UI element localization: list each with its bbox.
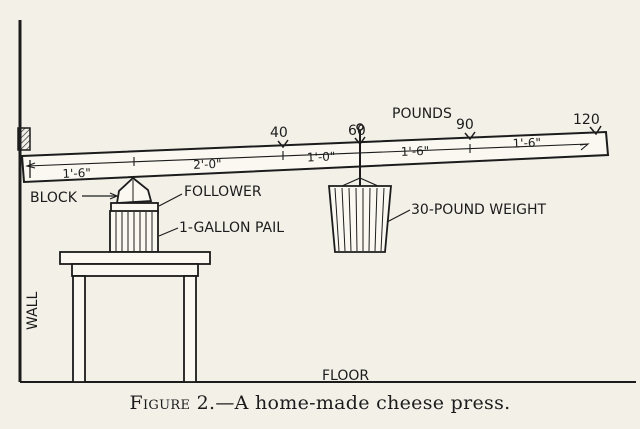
wall-label: WALL [25, 292, 41, 330]
pail-leader [158, 227, 179, 237]
scale-mark-40: 40 [270, 125, 288, 141]
table-top [59, 251, 211, 265]
follower-label: FOLLOWER [184, 184, 262, 200]
lever-beam [20, 130, 610, 184]
table-leg-right [183, 275, 197, 383]
notch-90 [464, 131, 476, 141]
weight-label: 30-POUND WEIGHT [411, 202, 546, 218]
dimension-arrow-left [25, 162, 36, 169]
dimension-label-1: 1'-6" [62, 166, 91, 181]
block [115, 176, 153, 204]
scale-mark-120: 120 [573, 112, 600, 128]
cheese-press-diagram: WALL FLOOR POUNDS 40 60 90 120 1'-6" 2'-… [17, 20, 636, 384]
dimension-arrow-right [579, 143, 590, 151]
pail [109, 210, 159, 253]
notch-120 [589, 125, 602, 136]
pounds-label: POUNDS [392, 106, 452, 122]
scale-mark-90: 90 [456, 117, 474, 133]
dimension-label-2: 2'-0" [193, 157, 222, 172]
follower-leader [158, 193, 183, 207]
weight-leader [386, 209, 411, 223]
weight-hanger-hook [356, 123, 364, 131]
weight-bucket [328, 185, 392, 253]
dimension-line [26, 143, 589, 167]
table-leg-left [72, 275, 86, 383]
block-leader-arrow [109, 192, 119, 200]
notch-40 [277, 139, 289, 149]
wall-bracket [17, 127, 31, 151]
figure-number: Figure 2. [129, 392, 216, 414]
table-apron [71, 263, 199, 277]
dimension-label-5: 1'-6" [512, 136, 541, 151]
dimension-label-3: 1'-0" [307, 149, 336, 164]
caption-text: —A home-made cheese press. [215, 392, 511, 414]
dimension-label-4: 1'-6" [401, 144, 430, 159]
pail-label: 1-GALLON PAIL [179, 220, 284, 236]
block-label: BLOCK [30, 190, 78, 206]
scale-mark-60: 60 [348, 123, 366, 139]
figure-caption: Figure 2.—A home-made cheese press. [0, 392, 640, 414]
floor-label: FLOOR [322, 368, 369, 384]
